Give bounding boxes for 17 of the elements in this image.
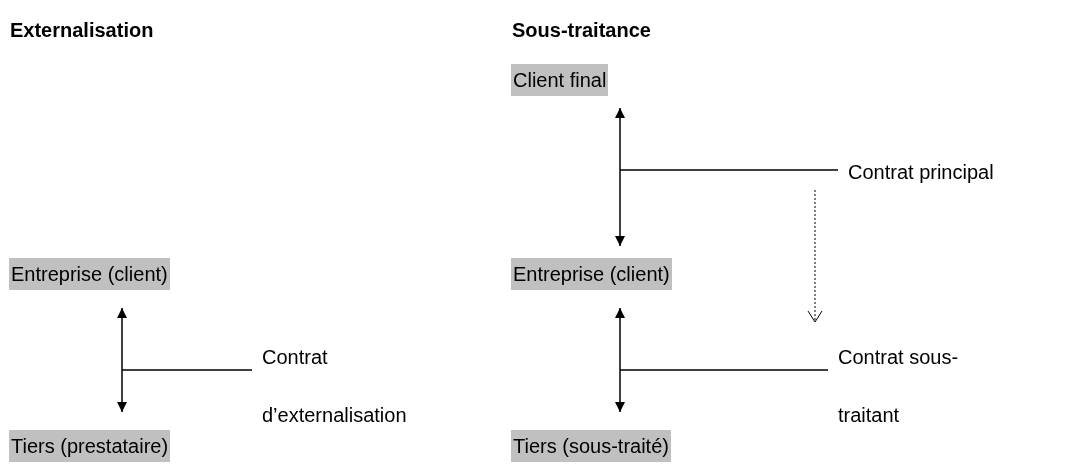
arrow — [615, 307, 625, 413]
contract-label: Contrat principal — [848, 160, 994, 184]
arrow — [117, 307, 127, 413]
party-label: Entreprise (client) — [9, 258, 170, 290]
leader-line — [619, 169, 839, 171]
arrow — [807, 189, 823, 323]
contract-label: Contrat d’externalisation — [262, 328, 442, 444]
leader-line — [121, 369, 253, 371]
party-label: Tiers (prestataire) — [9, 430, 171, 462]
section-heading: Sous-traitance — [512, 18, 651, 42]
party-label: Entreprise (client) — [511, 258, 672, 290]
section-heading: Externalisation — [10, 18, 154, 42]
contract-label: Contrat sous-traitant — [838, 328, 988, 444]
party-label: Tiers (sous-traité) — [511, 430, 671, 462]
leader-line — [619, 369, 829, 371]
arrow — [615, 107, 625, 247]
party-label: Client final — [511, 64, 609, 96]
